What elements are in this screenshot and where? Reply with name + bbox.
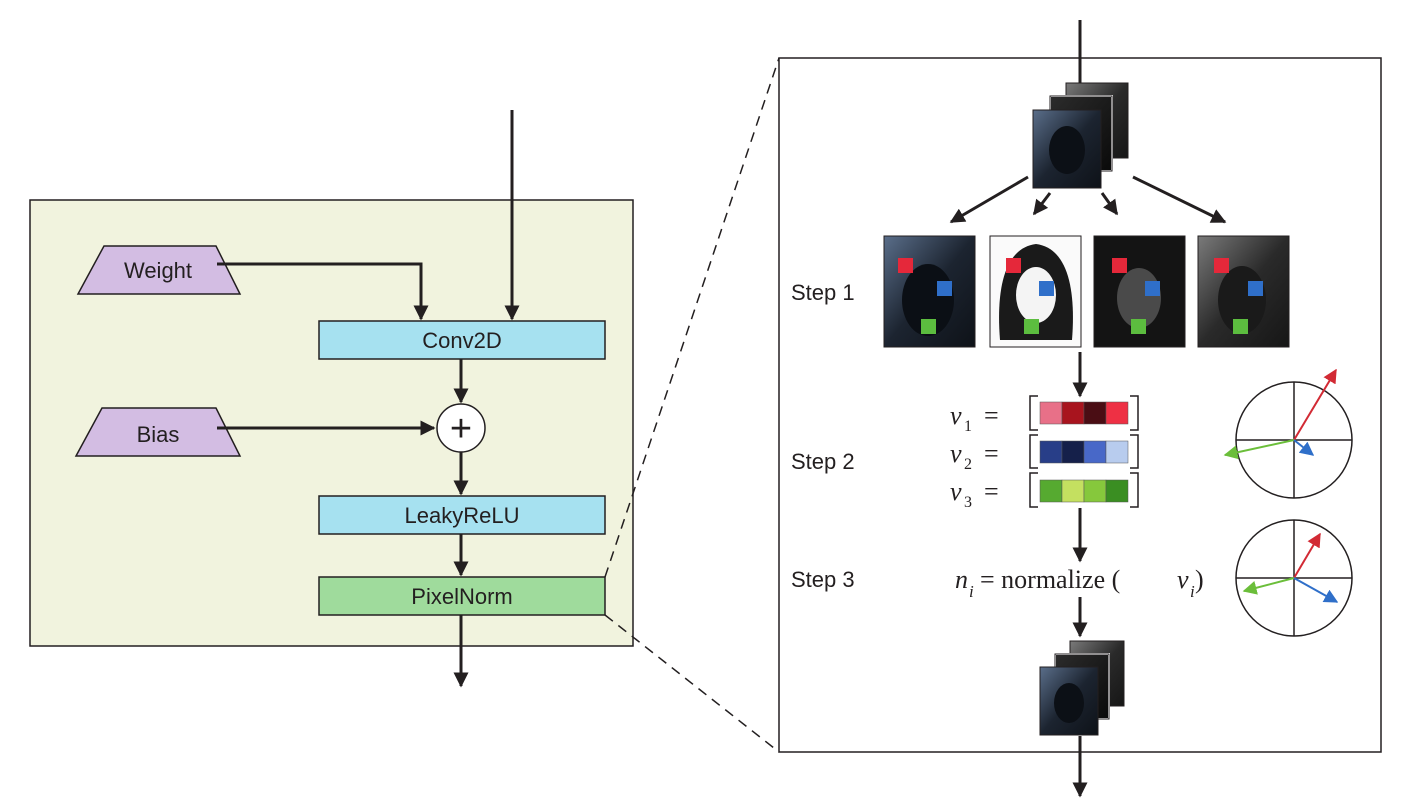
split-arrow-4 (1132, 175, 1227, 224)
split-arrow-2 (1032, 192, 1052, 216)
channel-image-1 (883, 235, 976, 348)
v1-cell-3 (1083, 401, 1107, 425)
svg-text:=: = (984, 439, 999, 468)
svg-text:2: 2 (964, 456, 972, 473)
v2-cell-3 (1083, 440, 1107, 464)
weight-to-conv-arrow (217, 262, 429, 321)
leakyrelu-block (318, 495, 606, 535)
pixelnorm-block (318, 576, 606, 616)
bias-node (74, 407, 242, 457)
svg-text:v: v (950, 401, 962, 430)
weight-node (76, 245, 242, 295)
v2-cell-2 (1061, 440, 1085, 464)
vector-label-v3: v 3 = (950, 477, 999, 511)
step-1-label: Step 1 (791, 280, 855, 305)
svg-text:i: i (969, 582, 974, 601)
channel-image-2 (989, 235, 1082, 348)
svg-text:=: = (984, 401, 999, 430)
v2-cell-1 (1039, 440, 1063, 464)
svg-text:1: 1 (964, 418, 972, 435)
svg-text:n: n (955, 565, 968, 594)
vector-v1-cells (1039, 401, 1129, 425)
split-arrow-3 (1100, 192, 1119, 216)
step-3-label: Step 3 (791, 567, 855, 592)
vector-v2-brackets (1029, 434, 1139, 469)
normalized-vector-plot (1235, 519, 1353, 637)
v3-cell-3 (1083, 479, 1107, 503)
vector-label-v1: v 1 = (950, 401, 999, 435)
bias-label: Bias (137, 422, 180, 447)
output-feature-map-stack (1039, 640, 1125, 736)
unnormalized-vector-plot (1223, 368, 1353, 499)
normalize-formula: n i = normalize ( v i ) (955, 565, 1204, 601)
v2-cell-4 (1105, 440, 1129, 464)
step-2-label: Step 2 (791, 449, 855, 474)
pixelnorm-label: PixelNorm (411, 584, 512, 609)
v1-cell-4 (1105, 401, 1129, 425)
vector-v2-cells (1039, 440, 1129, 464)
split-arrow-1 (949, 175, 1029, 224)
vector-label-v2: v 2 = (950, 439, 999, 473)
v1-cell-2 (1061, 401, 1085, 425)
svg-text:= normalize (: = normalize ( (980, 565, 1120, 594)
v3-cell-4 (1105, 479, 1129, 503)
svg-text:i: i (1190, 582, 1195, 601)
vector-v3-cells (1039, 479, 1129, 503)
vector-v3-brackets (1029, 472, 1139, 508)
add-symbol: + (450, 408, 472, 450)
zoom-line-bottom (604, 614, 780, 753)
svg-text:v: v (950, 439, 962, 468)
svg-text:3: 3 (964, 494, 972, 511)
channel-image-4 (1197, 235, 1290, 348)
vector-v1-brackets (1029, 395, 1139, 431)
svg-text:v: v (950, 477, 962, 506)
zoom-line-top (604, 57, 780, 578)
channel-image-3 (1093, 235, 1186, 348)
svg-text:v: v (1177, 565, 1189, 594)
leakyrelu-label: LeakyReLU (405, 503, 520, 528)
weight-label: Weight (124, 258, 192, 283)
v3-cell-2 (1061, 479, 1085, 503)
svg-text:=: = (984, 477, 999, 506)
v1-cell-1 (1039, 401, 1063, 425)
v3-cell-1 (1039, 479, 1063, 503)
input-feature-map-stack (1032, 82, 1129, 189)
svg-text:): ) (1195, 565, 1204, 594)
conv2d-label: Conv2D (422, 328, 501, 353)
